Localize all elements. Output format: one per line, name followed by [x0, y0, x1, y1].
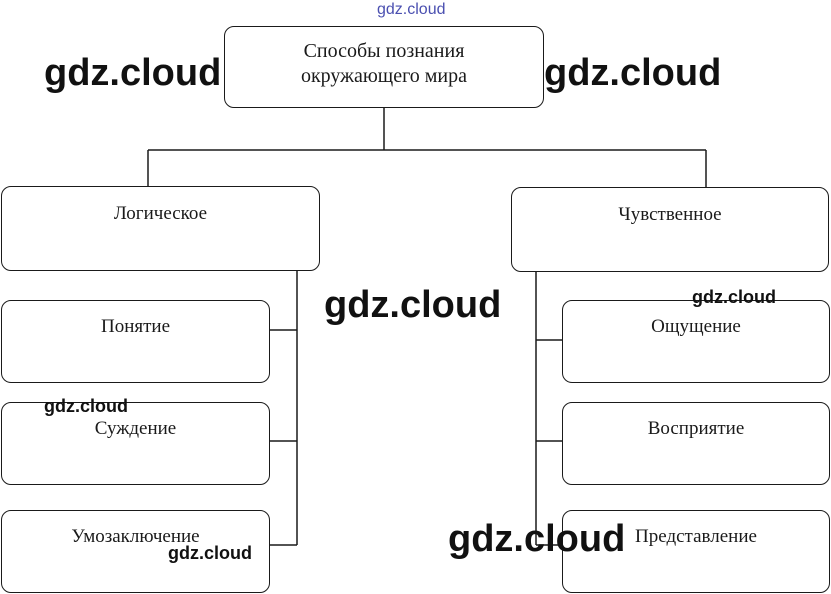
category-logical-label: Логическое: [113, 203, 208, 224]
node-perception-label: Восприятие: [647, 418, 745, 439]
node-inference: Умозаключение: [1, 510, 270, 593]
watermark: gdz.cloud: [168, 543, 252, 563]
node-sensation: Ощущение: [562, 300, 830, 383]
category-sensory-label: Чувственное: [618, 204, 722, 225]
node-judgment: Суждение: [1, 402, 270, 485]
watermark: gdz.cloud: [324, 284, 502, 326]
node-judgment-label: Суждение: [94, 418, 177, 439]
root-label-line2: окружающего мира: [300, 65, 468, 87]
node-concept-label: Понятие: [100, 316, 171, 337]
node-sensation-label: Ощущение: [651, 316, 741, 337]
root-node: Способы познания окружающего мира: [224, 26, 544, 108]
node-representation-label: Представление: [635, 526, 757, 547]
root-label-line1: Способы познания: [303, 40, 465, 62]
watermark: gdz.cloud: [44, 52, 222, 94]
node-inference-label: Умозаключение: [71, 526, 200, 547]
category-sensory: Чувственное: [511, 187, 829, 272]
watermark: gdz.cloud: [448, 518, 626, 560]
watermark: gdz.cloud: [544, 52, 722, 94]
watermark: gdz.cloud: [377, 1, 446, 18]
node-concept: Понятие: [1, 300, 270, 383]
node-representation: Представление: [562, 510, 830, 593]
watermark: gdz.cloud: [44, 396, 128, 416]
category-logical: Логическое: [1, 186, 320, 271]
node-perception: Восприятие: [562, 402, 830, 485]
watermark: gdz.cloud: [692, 287, 776, 307]
